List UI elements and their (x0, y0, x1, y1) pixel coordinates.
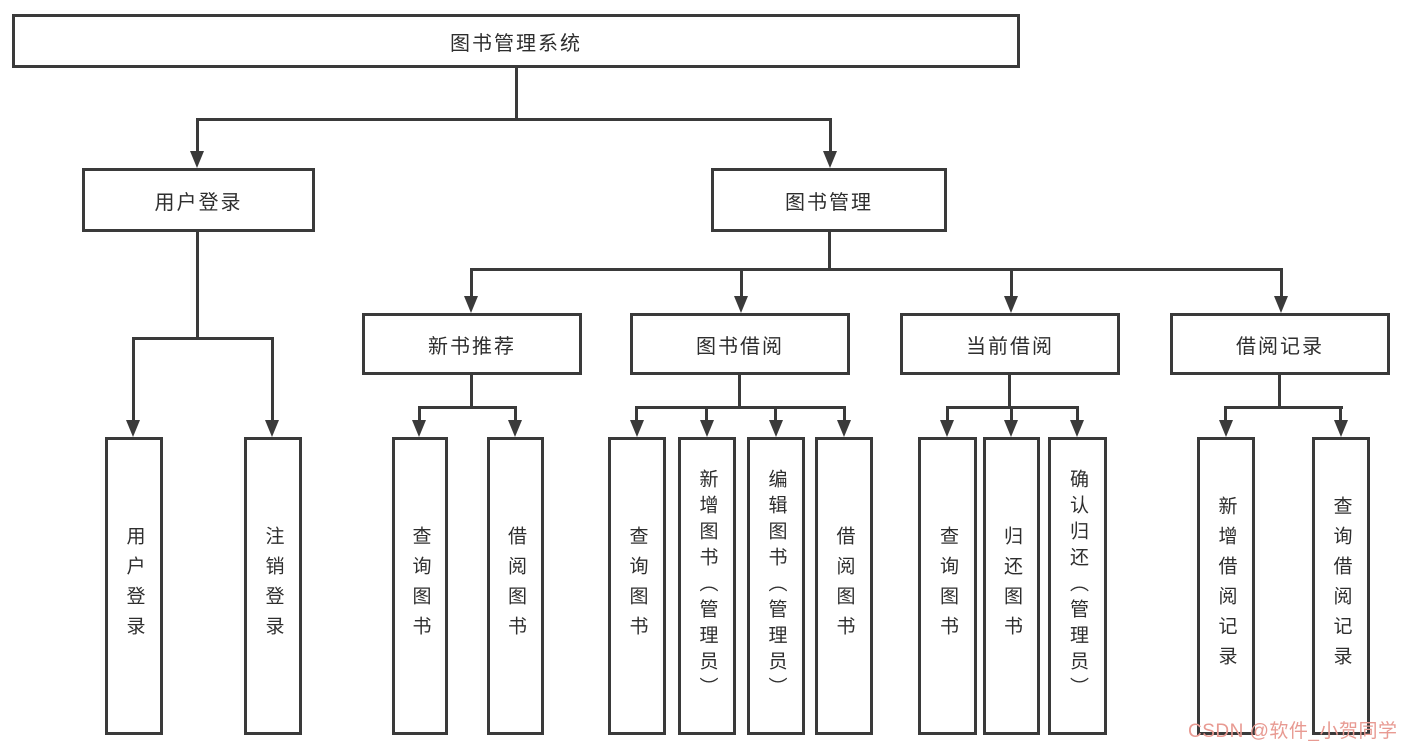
leaf-bb-query-books: 查询图书 (608, 437, 666, 735)
leaf-bb-edit-books-admin-label: 编辑图书（管理员） (765, 469, 787, 703)
leaf-bb-borrow-books: 借阅图书 (815, 437, 873, 735)
connector-shaft (1076, 406, 1079, 420)
arrow-down-icon (823, 151, 837, 168)
connector-shaft (470, 268, 473, 296)
node-new-book-rec: 新书推荐 (362, 313, 582, 375)
node-book-mgmt: 图书管理 (711, 168, 947, 232)
leaf-cb-confirm-return-admin: 确认归还（管理员） (1048, 437, 1107, 735)
connector-root-stem (515, 68, 518, 120)
node-book-borrow-label: 图书借阅 (696, 335, 784, 358)
leaf-cb-confirm-return-admin-label: 确认归还（管理员） (1067, 469, 1088, 703)
connector-user-login-stem (196, 232, 199, 337)
leaf-br-query-record: 查询借阅记录 (1312, 437, 1370, 735)
leaf-rec-borrow-books-label: 借阅图书 (505, 526, 526, 646)
connector-shaft (705, 406, 708, 420)
connector-level3-hbar (470, 268, 1282, 271)
connector-shaft (514, 406, 517, 420)
node-user-login-label: 用户登录 (154, 191, 243, 214)
connector-shaft (418, 406, 421, 420)
arrow-down-icon (700, 420, 714, 437)
arrow-down-icon (630, 420, 644, 437)
arrow-down-icon (1004, 420, 1018, 437)
leaf-cb-return-books: 归还图书 (983, 437, 1040, 735)
node-borrow-records-label: 借阅记录 (1236, 335, 1324, 358)
arrow-down-icon (1004, 296, 1018, 313)
leaf-rec-query-books-label: 查询图书 (409, 526, 431, 646)
connector-shaft (740, 268, 743, 296)
connector-shaft (1010, 268, 1013, 296)
node-new-book-rec-label: 新书推荐 (428, 335, 516, 358)
connector-shaft (946, 406, 949, 420)
leaf-logout: 注销登录 (244, 437, 302, 735)
node-root-label: 图书管理系统 (450, 32, 582, 55)
node-current-borrow: 当前借阅 (900, 313, 1120, 375)
connector-book-mgmt-stem (828, 232, 831, 268)
leaf-br-query-record-label: 查询借阅记录 (1330, 496, 1352, 676)
connector-shaft (1280, 268, 1283, 296)
leaf-cb-return-books-label: 归还图书 (1001, 526, 1022, 646)
leaf-cb-query-books-label: 查询图书 (937, 526, 958, 646)
leaf-user-login-label: 用户登录 (123, 526, 145, 646)
arrow-down-icon (190, 151, 204, 168)
arrow-down-icon (769, 420, 783, 437)
connector-shaft (1224, 406, 1227, 420)
node-root: 图书管理系统 (12, 14, 1020, 68)
leaf-br-add-record: 新增借阅记录 (1197, 437, 1255, 735)
connector-level2-hbar (196, 118, 832, 121)
arrow-down-icon (126, 420, 140, 437)
leaf-bb-edit-books-admin: 编辑图书（管理员） (747, 437, 805, 735)
connector-shaft (774, 406, 777, 420)
node-borrow-records: 借阅记录 (1170, 313, 1390, 375)
connector-shaft (271, 337, 274, 420)
leaf-rec-borrow-books: 借阅图书 (487, 437, 544, 735)
arrow-down-icon (734, 296, 748, 313)
node-book-borrow: 图书借阅 (630, 313, 850, 375)
leaf-bb-borrow-books-label: 借阅图书 (833, 526, 855, 646)
connector-book-borrow-hbar (635, 406, 846, 409)
node-book-mgmt-label: 图书管理 (785, 191, 873, 214)
leaf-cb-query-books: 查询图书 (918, 437, 977, 735)
arrow-down-icon (1334, 420, 1348, 437)
connector-book-mgmt-shaft (829, 118, 832, 153)
connector-current-borrow-stem (1008, 375, 1011, 406)
leaf-br-add-record-label: 新增借阅记录 (1215, 496, 1237, 676)
connector-user-login-shaft (196, 118, 199, 153)
connector-new-book-rec-stem (470, 375, 473, 406)
leaf-bb-add-books-admin-label: 新增图书（管理员） (696, 469, 718, 703)
arrow-down-icon (412, 420, 426, 437)
connector-shaft (635, 406, 638, 420)
connector-new-book-rec-hbar (418, 406, 517, 409)
connector-shaft (1010, 406, 1013, 420)
arrow-down-icon (1274, 296, 1288, 313)
connector-book-borrow-stem (738, 375, 741, 406)
connector-user-login-hbar (132, 337, 274, 340)
arrow-down-icon (940, 420, 954, 437)
arrow-down-icon (1219, 420, 1233, 437)
connector-borrow-records-hbar (1224, 406, 1343, 409)
arrow-down-icon (1070, 420, 1084, 437)
csdn-watermark: CSDN @软件_小贺同学 (1188, 721, 1398, 742)
arrow-down-icon (508, 420, 522, 437)
connector-shaft (1339, 406, 1342, 420)
arrow-down-icon (837, 420, 851, 437)
arrow-down-icon (464, 296, 478, 313)
arrow-down-icon (265, 420, 279, 437)
leaf-logout-label: 注销登录 (262, 526, 284, 646)
connector-shaft (843, 406, 846, 420)
leaf-bb-query-books-label: 查询图书 (626, 526, 648, 646)
leaf-bb-add-books-admin: 新增图书（管理员） (678, 437, 736, 735)
node-user-login: 用户登录 (82, 168, 315, 232)
node-current-borrow-label: 当前借阅 (966, 335, 1054, 358)
leaf-user-login: 用户登录 (105, 437, 163, 735)
connector-shaft (132, 337, 135, 420)
connector-borrow-records-stem (1278, 375, 1281, 406)
leaf-rec-query-books: 查询图书 (392, 437, 448, 735)
